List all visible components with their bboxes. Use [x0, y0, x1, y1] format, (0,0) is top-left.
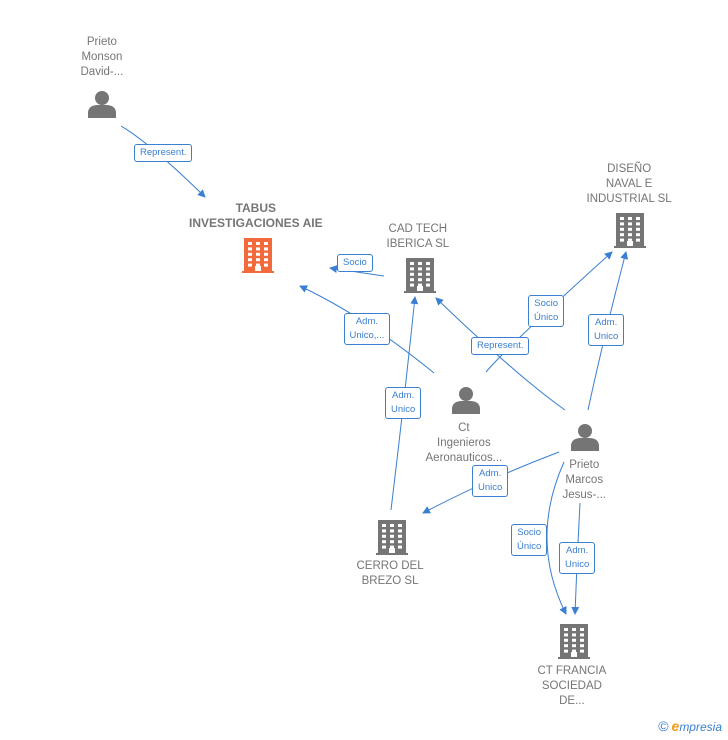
- edge-label[interactable]: Adm. Unico: [385, 387, 422, 419]
- diseno-naval-building-icon[interactable]: [614, 213, 646, 248]
- edge-label[interactable]: Adm. Unico,...: [343, 313, 391, 345]
- cad-tech-building-icon[interactable]: [404, 258, 436, 293]
- edge-ct_ingenieros-to-diseno_naval: [485, 251, 613, 373]
- cerro-brezo-building-icon[interactable]: [376, 520, 408, 555]
- prieto-marcos-label[interactable]: Prieto Marcos Jesus-...: [562, 459, 606, 501]
- copyright-icon: ©: [658, 718, 669, 734]
- edge-label[interactable]: Represent.: [471, 337, 530, 355]
- brand-logo-letter: e: [671, 718, 680, 734]
- brand-name: mpresia: [679, 720, 722, 734]
- tabus-building-icon[interactable]: [242, 238, 274, 273]
- ct-francia-label[interactable]: CT FRANCIA SOCIEDAD DE...: [537, 665, 607, 707]
- ct-francia-building-icon[interactable]: [558, 624, 590, 659]
- edge-label[interactable]: Adm. Unico: [472, 465, 509, 497]
- empresia-brand[interactable]: ©empresia: [658, 718, 722, 734]
- edge-label[interactable]: Socio Único: [528, 295, 565, 327]
- tabus-label[interactable]: TABUS INVESTIGACIONES AIE: [189, 201, 323, 230]
- edge-label[interactable]: Socio Único: [511, 524, 548, 556]
- cad-tech-label[interactable]: CAD TECH IBERICA SL: [386, 223, 450, 250]
- prieto-monson-label[interactable]: Prieto Monson David-...: [80, 36, 124, 78]
- diseno-naval-label[interactable]: DISEÑO NAVAL E INDUSTRIAL SL: [586, 163, 672, 205]
- edge-label[interactable]: Represent.: [134, 144, 193, 162]
- edge-prieto_marcos-to-ct_francia: [546, 461, 567, 615]
- cerro-brezo-label[interactable]: CERRO DEL BREZO SL: [356, 560, 424, 587]
- edge-label[interactable]: Socio: [337, 254, 373, 272]
- edge-label[interactable]: Adm. Unico: [559, 542, 596, 574]
- ct-ingenieros-label[interactable]: Ct Ingenieros Aeronauticos...: [425, 422, 503, 464]
- edge-label[interactable]: Adm. Unico: [588, 314, 625, 346]
- prieto-monson-person-icon[interactable]: [88, 91, 116, 118]
- prieto-marcos-person-icon[interactable]: [571, 424, 599, 451]
- ct-ingenieros-person-icon[interactable]: [452, 387, 480, 414]
- edge-prieto_marcos-to-cad_tech: [435, 297, 566, 411]
